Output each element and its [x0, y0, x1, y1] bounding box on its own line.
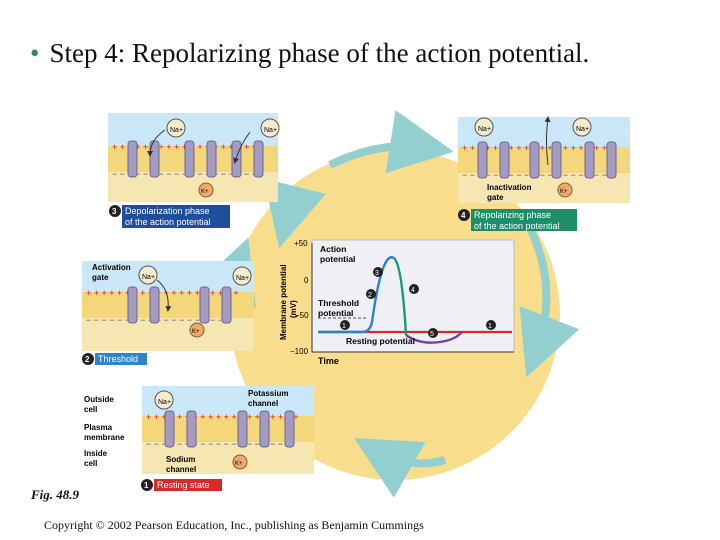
svg-text:Resting state: Resting state — [157, 480, 210, 490]
svg-text:Na+: Na+ — [170, 127, 183, 134]
step-2-label: 2 Threshold — [82, 353, 147, 365]
svg-text:channel: channel — [166, 465, 196, 474]
marker-4: 4 — [409, 284, 419, 294]
svg-text:4: 4 — [411, 287, 415, 294]
svg-text:K+: K+ — [201, 189, 209, 195]
y-tick: −100 — [290, 347, 309, 356]
figure-label: Fig. 48.9 — [31, 487, 80, 502]
svg-text:cell: cell — [84, 459, 97, 468]
svg-text:1: 1 — [488, 323, 492, 330]
svg-text:Na+: Na+ — [478, 126, 491, 133]
svg-text:1: 1 — [144, 481, 149, 490]
panel-depolarization: + + + + + + + + + + + + + + + + + + + + … — [108, 113, 280, 202]
panel-repolarizing: + + + + + + + + + + + + + + + + + + + + … — [458, 116, 630, 203]
svg-text:Action: Action — [320, 244, 346, 254]
svg-text:K+: K+ — [192, 329, 200, 335]
svg-text:channel: channel — [248, 399, 278, 408]
step-3-label: 3 Depolarization phase of the action pot… — [109, 205, 230, 228]
svg-text:potential: potential — [318, 308, 353, 318]
svg-text:potential: potential — [320, 254, 355, 264]
svg-text:gate: gate — [487, 193, 504, 202]
cycle-arrow-3-to-4 — [328, 110, 454, 174]
svg-text:K+: K+ — [235, 461, 243, 467]
svg-text:Resting potential: Resting potential — [346, 336, 415, 346]
svg-text:+ + + + + + + + + + + + + + +: + + + + + + + + + + + + + + + + + + + + — [86, 288, 239, 298]
y-tick: 0 — [304, 276, 309, 285]
y-tick: −50 — [295, 311, 309, 320]
svg-text:Plasma: Plasma — [84, 423, 113, 432]
curve-undershoot — [405, 331, 463, 344]
panel-threshold: + + + + + + + + + + + + + + + + + + + + … — [82, 261, 254, 351]
svg-text:2: 2 — [368, 292, 372, 299]
y-axis-unit: (mV) — [289, 300, 298, 318]
copyright-notice: Copyright © 2002 Pearson Education, Inc.… — [44, 518, 424, 532]
marker-5: 5 — [428, 328, 438, 338]
bullet-icon: • — [30, 38, 40, 68]
y-tick: +50 — [294, 239, 308, 248]
svg-text:Threshold: Threshold — [98, 354, 138, 364]
svg-text:Inside: Inside — [84, 449, 108, 458]
slide-title-text: Step 4: Repolarizing phase of the action… — [49, 38, 590, 68]
cycle-arrow-4-to-1 — [519, 226, 580, 378]
svg-text:Na+: Na+ — [142, 274, 155, 281]
slide-title: • Step 4: Repolarizing phase of the actio… — [30, 38, 589, 69]
x-axis-label: Time — [318, 356, 339, 366]
svg-text:of the action potential: of the action potential — [474, 221, 560, 231]
step-4-label: 4 Repolarizing phase of the action poten… — [458, 209, 577, 231]
marker-1-left: 1 — [340, 320, 350, 330]
svg-text:Inactivation: Inactivation — [487, 183, 532, 192]
curve-rising-to-threshold — [318, 321, 374, 334]
svg-text:Na+: Na+ — [158, 399, 171, 406]
panel-resting: + + + + + + + + + + + + + + + + + + + + … — [84, 386, 314, 474]
marker-2: 2 — [366, 289, 376, 299]
svg-text:− − − − − − − − − − − − − − −: − − − − − − − − − − − − − − − − − − − — [146, 439, 291, 449]
membrane-potential-graph: Membrane potential (mV) +50 0 −50 −100 T… — [279, 239, 515, 366]
marker-3: 3 — [373, 267, 383, 277]
svg-text:1: 1 — [342, 323, 346, 330]
svg-text:Threshold: Threshold — [318, 298, 359, 308]
svg-text:Na+: Na+ — [236, 275, 249, 282]
svg-text:Activation: Activation — [92, 263, 131, 272]
svg-text:4: 4 — [461, 211, 466, 220]
marker-1-right: 1 — [486, 320, 496, 330]
svg-text:+ + + + + + + + + + + + + + +: + + + + + + + + + + + + + + + + + + + + — [146, 412, 299, 422]
svg-text:3: 3 — [112, 207, 117, 216]
svg-text:5: 5 — [430, 331, 434, 338]
svg-text:3: 3 — [375, 270, 379, 277]
svg-text:membrane: membrane — [84, 433, 125, 442]
svg-text:cell: cell — [84, 405, 97, 414]
svg-text:Repolarizing phase: Repolarizing phase — [474, 210, 551, 220]
svg-text:− − − − − − − − − − − − − − −: − − − − − − − − − − − − − − − − − − − — [112, 169, 257, 179]
svg-text:Na+: Na+ — [264, 127, 277, 134]
svg-text:Depolarization phase: Depolarization phase — [125, 206, 210, 216]
cycle-arrow-1-to-2 — [354, 438, 447, 498]
curve-repolarization — [393, 257, 408, 336]
svg-text:Potassium: Potassium — [248, 389, 288, 398]
svg-text:Na+: Na+ — [576, 126, 589, 133]
svg-text:Outside: Outside — [84, 395, 114, 404]
y-axis-label: Membrane potential — [279, 264, 288, 340]
step-1-label: 1 Resting state — [141, 479, 222, 491]
svg-text:of the action potential: of the action potential — [125, 217, 211, 227]
svg-text:gate: gate — [92, 273, 109, 282]
svg-text:Sodium: Sodium — [166, 455, 195, 464]
cycle-arrow-upper-left — [263, 178, 326, 249]
svg-text:K+: K+ — [560, 189, 568, 195]
svg-text:2: 2 — [85, 355, 90, 364]
